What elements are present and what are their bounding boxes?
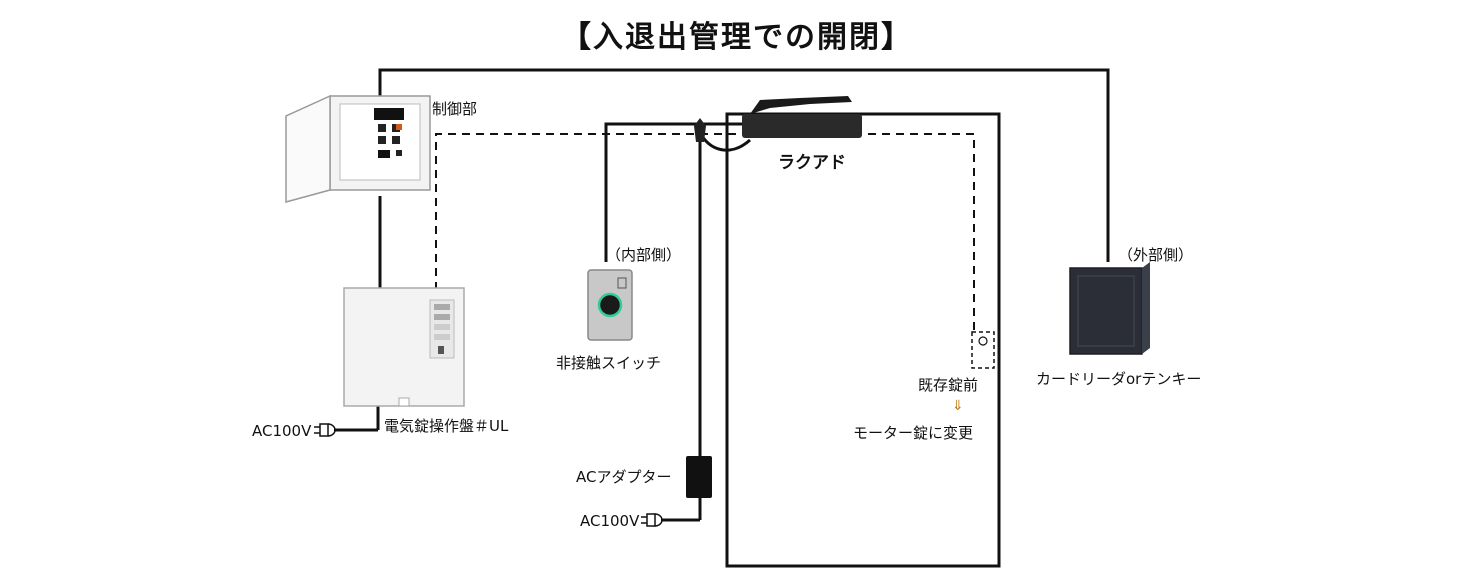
ac-adapter — [686, 456, 712, 498]
existing-lock-label: 既存錠前 — [918, 376, 979, 394]
electric-panel-label: 電気錠操作盤＃UL — [384, 417, 509, 435]
control-display-icon — [374, 108, 404, 120]
outside-label: （外部側） — [1118, 246, 1194, 264]
door-frame — [725, 112, 1001, 568]
wire-switch-to-lakuado — [604, 122, 742, 262]
page-title: 【入退出管理での開閉】 — [561, 20, 913, 55]
lakuado-door-closer — [694, 96, 862, 142]
lakuado-label: ラクアド — [778, 153, 846, 173]
control-unit-label: 制御部 — [432, 100, 478, 118]
ac-adapter-label: ACアダプター — [576, 468, 672, 486]
lock-cylinder-icon — [978, 336, 988, 346]
plug-icon-adapter — [641, 513, 663, 527]
ac100v-adapter-label: AC100V — [580, 512, 640, 530]
dashed-wire-panel-to-lock — [435, 133, 975, 332]
motor-lock-label: モーター錠に変更 — [853, 424, 974, 442]
inside-label: （内部側） — [606, 246, 682, 264]
card-reader — [1069, 262, 1150, 355]
wire-control-to-card-reader — [378, 68, 1110, 262]
control-unit — [285, 94, 431, 203]
electric-lock-panel — [343, 287, 465, 407]
touchless-switch — [587, 269, 633, 341]
ac100v-panel-label: AC100V — [252, 422, 312, 440]
lock-box — [971, 331, 995, 369]
touchless-switch-label: 非接触スイッチ — [556, 354, 662, 372]
card-reader-label: カードリーダorテンキー — [1036, 370, 1202, 388]
plug-icon-panel — [314, 423, 336, 437]
change-arrow-icon: ⇓ — [952, 398, 964, 414]
